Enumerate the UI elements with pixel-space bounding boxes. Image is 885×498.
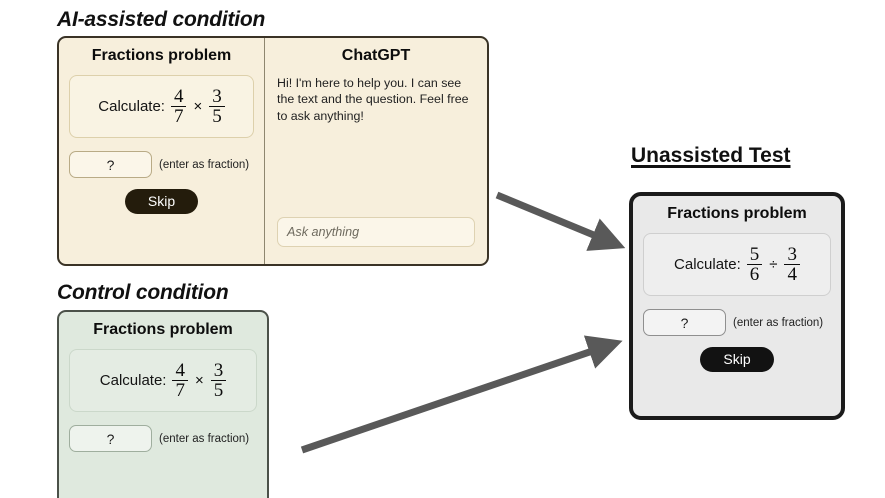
test-skip-row: Skip: [643, 347, 831, 373]
test-fraction-a-denominator: 6: [746, 263, 763, 284]
control-answer-input[interactable]: ?: [69, 425, 152, 453]
ai-fraction-b-numerator: 3: [212, 85, 222, 107]
ai-assisted-panel: Fractions problem Calculate: 4 7 × 3 5 ?…: [57, 36, 489, 266]
ai-fractions-problem-heading: Fractions problem: [91, 47, 232, 64]
control-answer-hint: (enter as fraction): [159, 432, 250, 445]
ai-fraction-a: 4 7: [170, 85, 187, 127]
ai-fraction-a-numerator: 4: [173, 85, 184, 107]
test-skip-button[interactable]: Skip: [700, 347, 774, 373]
ai-answer-input[interactable]: ?: [69, 151, 152, 179]
ai-operator-multiply: ×: [193, 97, 203, 115]
ai-skip-row: Skip: [69, 189, 254, 215]
test-fraction-b: 3 4: [784, 243, 800, 285]
test-calculate-label: Calculate:: [674, 255, 741, 273]
test-fraction-a-numerator: 5: [749, 243, 760, 265]
control-fraction-b-denominator: 5: [210, 379, 227, 400]
arrow-ai-to-test: [495, 191, 626, 251]
test-fraction-a: 5 6: [746, 243, 763, 285]
chatgpt-input-box[interactable]: Ask anything: [277, 217, 475, 247]
ai-fraction-b: 3 5: [209, 85, 225, 127]
test-fractions-problem-heading: Fractions problem: [667, 205, 807, 222]
control-operator-multiply: ×: [194, 371, 204, 389]
test-fraction-b-numerator: 3: [787, 243, 797, 265]
test-answer-row: ? (enter as fraction): [643, 309, 831, 337]
test-operator-divide: ÷: [769, 255, 778, 273]
test-fraction-b-denominator: 4: [784, 263, 800, 284]
ai-answer-row: ? (enter as fraction): [69, 151, 254, 179]
control-fraction-a-numerator: 4: [175, 359, 185, 381]
arrow-control-to-test: [300, 335, 623, 454]
ai-fraction-b-denominator: 5: [209, 105, 225, 126]
ai-calculate-label: Calculate:: [98, 97, 165, 115]
control-panel: Fractions problem Calculate: 4 7 × 3 5 ?…: [57, 310, 269, 498]
ai-problem-box: Calculate: 4 7 × 3 5: [69, 74, 254, 139]
control-fractions-problem-heading: Fractions problem: [93, 321, 233, 338]
ai-answer-hint: (enter as fraction): [159, 158, 250, 171]
test-problem-box: Calculate: 5 6 ÷ 3 4: [643, 232, 831, 297]
test-answer-hint: (enter as fraction): [733, 316, 824, 329]
unassisted-test-title: Unassisted Test: [631, 144, 791, 167]
control-problem-box: Calculate: 4 7 × 3 5: [69, 348, 257, 413]
unassisted-test-panel: Fractions problem Calculate: 5 6 ÷ 3 4 ?…: [629, 192, 845, 420]
ai-skip-button[interactable]: Skip: [124, 189, 199, 215]
test-answer-input[interactable]: ?: [643, 309, 726, 337]
ai-assisted-section-title: AI-assisted condition: [57, 8, 266, 31]
control-calculate-label: Calculate:: [99, 371, 167, 389]
ai-fractions-problem-column: Fractions problem Calculate: 4 7 × 3 5 ?…: [59, 38, 265, 264]
chatgpt-heading: ChatGPT: [341, 47, 411, 64]
control-answer-row: ? (enter as fraction): [69, 425, 257, 453]
chatgpt-column: ChatGPT Hi! I'm here to help you. I can …: [265, 38, 487, 264]
ai-fraction-a-denominator: 7: [170, 105, 187, 126]
chatgpt-input-placeholder: Ask anything: [287, 225, 360, 239]
control-section-title: Control condition: [57, 281, 229, 304]
control-fraction-b-numerator: 3: [213, 359, 224, 381]
control-fraction-a: 4 7: [172, 359, 188, 401]
control-fraction-b: 3 5: [210, 359, 227, 401]
chatgpt-assistant-message: Hi! I'm here to help you. I can see the …: [277, 75, 469, 123]
control-fraction-a-denominator: 7: [172, 379, 188, 400]
